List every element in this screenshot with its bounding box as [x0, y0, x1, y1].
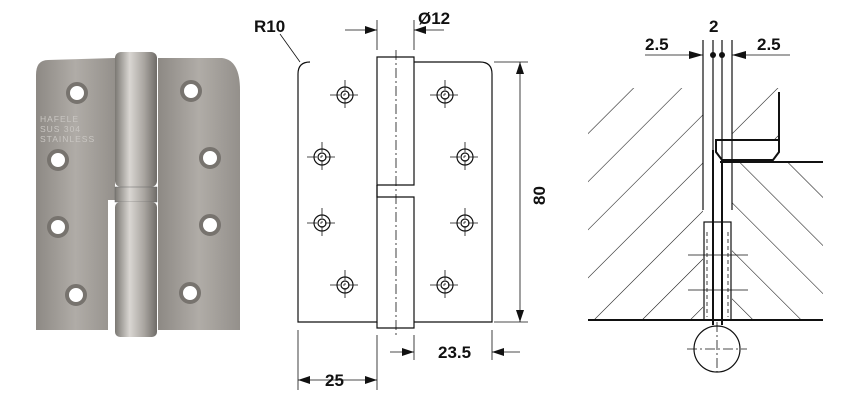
- engraving-material: STAINLESS: [40, 134, 95, 144]
- thickness-label: 2: [709, 17, 718, 36]
- height-label: 80: [530, 186, 549, 205]
- frame-hatch: [588, 88, 703, 320]
- left-leaf-width-label: 25: [325, 371, 344, 390]
- wall-hatch: [732, 163, 823, 320]
- left-leaf: [36, 58, 115, 330]
- section-view: 2.5 2 2.5: [588, 17, 823, 373]
- engraving-grade: SUS 304: [40, 124, 81, 134]
- upper-knuckle: [115, 52, 157, 187]
- hinge-photo: HAFELE SUS 304 STAINLESS: [36, 52, 240, 337]
- door-hatch: [732, 88, 779, 140]
- radius-label: R10: [254, 17, 285, 36]
- pin-diameter-label: Ø12: [418, 9, 450, 28]
- lower-knuckle: [115, 202, 157, 337]
- left-gap-label: 2.5: [645, 35, 669, 54]
- right-leaf-width-label: 23.5: [438, 343, 471, 362]
- engraving-brand: HAFELE: [40, 114, 79, 124]
- right-leaf: [158, 58, 240, 330]
- right-gap-label: 2.5: [757, 35, 781, 54]
- front-view: R10 Ø12 80 25 23.5: [254, 9, 549, 390]
